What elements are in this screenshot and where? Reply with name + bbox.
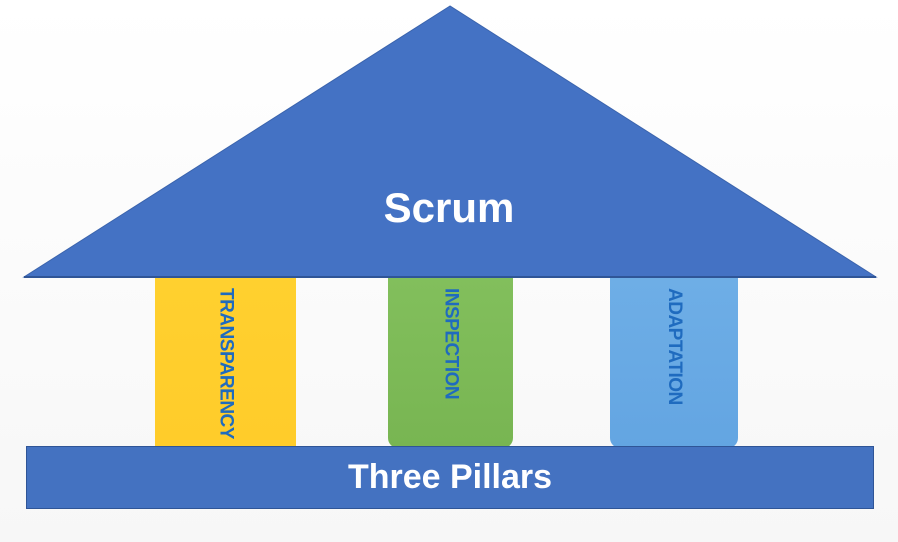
pillar-label: INSPECTION [440, 288, 462, 400]
base-foundation: Three Pillars [26, 446, 874, 509]
base-title: Three Pillars [347, 458, 553, 496]
pillar-adaptation: ADAPTATION [610, 278, 738, 448]
pillar-label: TRANSPARENCY [215, 288, 237, 439]
pillar-transparency: TRANSPARENCY [155, 278, 296, 448]
roof-title: Scrum [383, 184, 515, 231]
pillar-inspection: INSPECTION [388, 278, 513, 448]
roof-shape [22, 5, 878, 278]
pillar-label: ADAPTATION [664, 288, 685, 405]
